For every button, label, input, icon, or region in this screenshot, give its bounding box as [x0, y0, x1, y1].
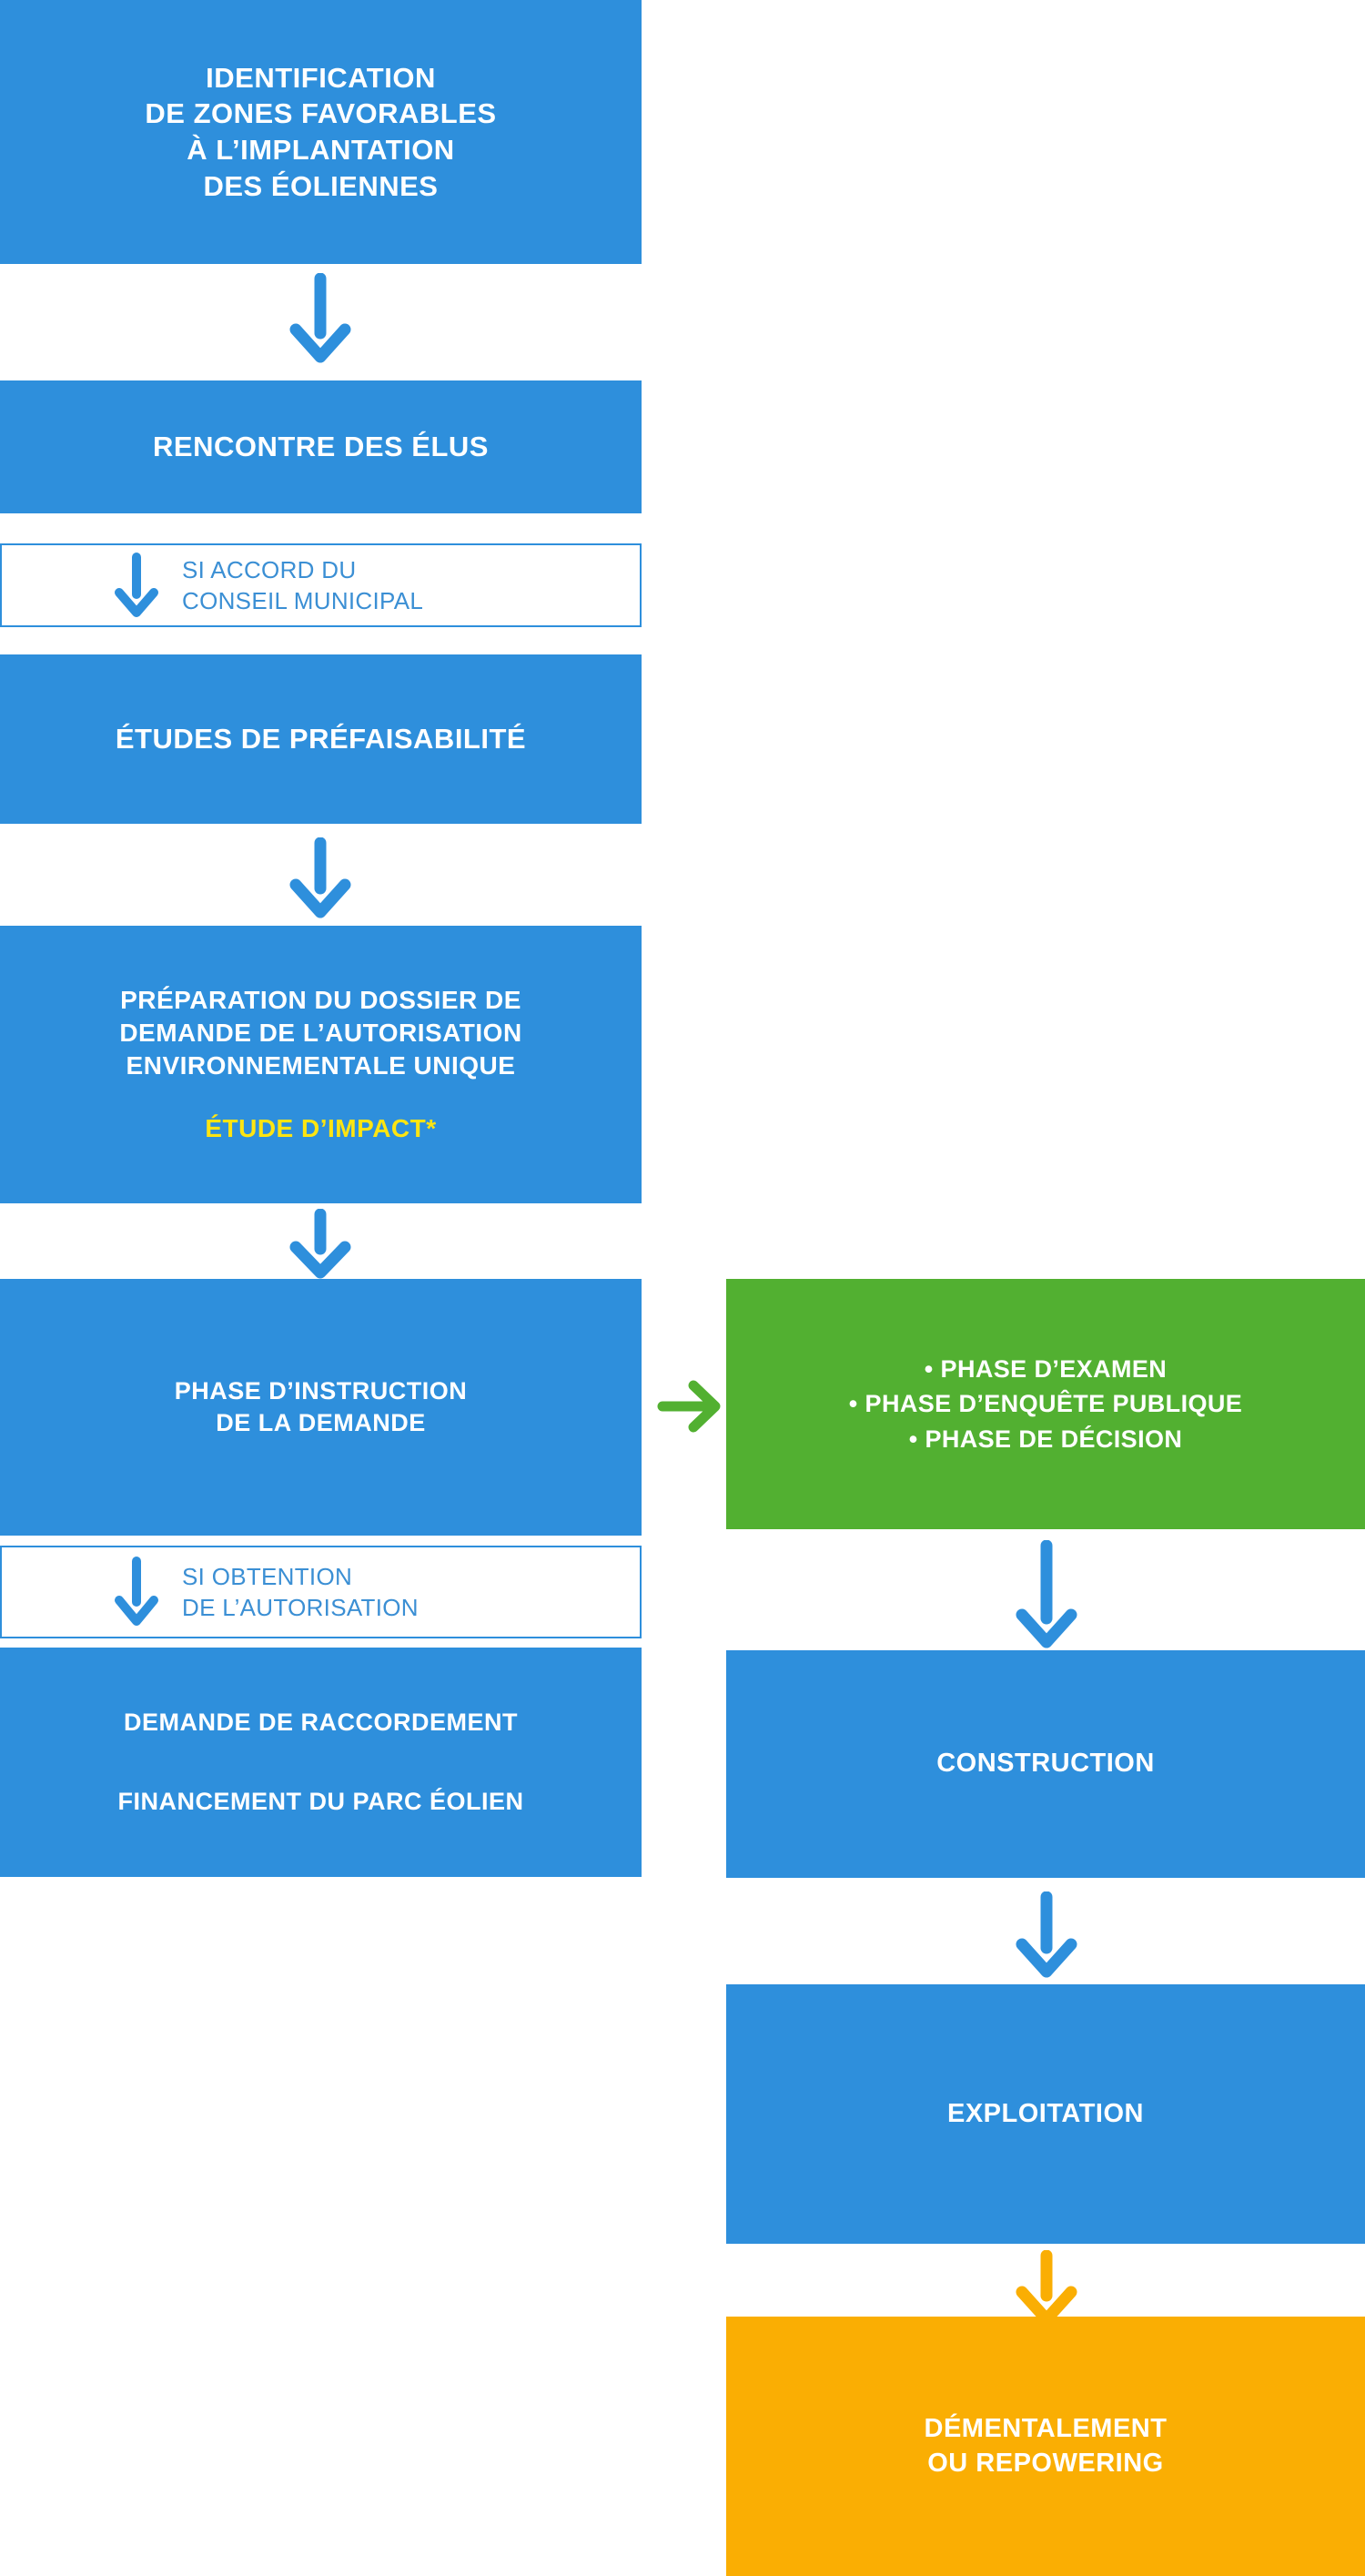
arrow-identification-to-rencontre-icon [289, 273, 351, 363]
phase-item-enquete: • PHASE D’ENQUÊTE PUBLIQUE [848, 1390, 1243, 1418]
step-phases-box[interactable]: • PHASE D’EXAMEN • PHASE D’ENQUÊTE PUBLI… [726, 1279, 1365, 1529]
step-construction-label: CONSTRUCTION [936, 1749, 1155, 1779]
step-rencontre-label: RENCONTRE DES ÉLUS [153, 431, 489, 463]
step-identification-box[interactable]: IDENTIFICATION DE ZONES FAVORABLES À L’I… [0, 0, 642, 264]
step-raccordement-line1: DEMANDE DE RACCORDEMENT [123, 1709, 518, 1737]
step-prefaisabilite-label: ÉTUDES DE PRÉFAISABILITÉ [115, 723, 527, 756]
step-rencontre-box[interactable]: RENCONTRE DES ÉLUS [0, 380, 642, 513]
step-phases-list: • PHASE D’EXAMEN • PHASE D’ENQUÊTE PUBLI… [849, 1352, 1242, 1456]
step-prefaisabilite-box[interactable]: ÉTUDES DE PRÉFAISABILITÉ [0, 654, 642, 824]
arrow-exploitation-to-demantelement-icon [1016, 2250, 1077, 2326]
phase-item-decision: • PHASE DE DÉCISION [908, 1425, 1183, 1453]
step-preparation-box[interactable]: PRÉPARATION DU DOSSIER DE DEMANDE DE L’A… [0, 926, 642, 1203]
condition-accord-box[interactable]: SI ACCORD DU CONSEIL MUNICIPAL [0, 543, 642, 627]
step-raccordement-box[interactable]: DEMANDE DE RACCORDEMENT FINANCEMENT DU P… [0, 1648, 642, 1877]
step-demantelement-label: DÉMENTALEMENT OU REPOWERING [924, 2414, 1168, 2478]
step-demantelement-box[interactable]: DÉMENTALEMENT OU REPOWERING [726, 2317, 1365, 2576]
arrow-instruction-to-phases-icon [657, 1380, 721, 1433]
arrow-construction-to-exploitation-icon [1016, 1891, 1077, 1978]
step-construction-box[interactable]: CONSTRUCTION [726, 1650, 1365, 1878]
step-exploitation-label: EXPLOITATION [947, 2098, 1144, 2128]
arrow-down-icon [115, 553, 158, 617]
step-preparation-label: PRÉPARATION DU DOSSIER DE DEMANDE DE L’A… [119, 985, 522, 1080]
arrow-preparation-to-instruction-icon [289, 1209, 351, 1279]
step-instruction-box[interactable]: PHASE D’INSTRUCTION DE LA DEMANDE [0, 1279, 642, 1536]
step-preparation-accent-label: ÉTUDE D’IMPACT* [205, 1114, 437, 1143]
step-raccordement-line2: FINANCEMENT DU PARC ÉOLIEN [117, 1788, 524, 1815]
condition-obtention-box[interactable]: SI OBTENTION DE L’AUTORISATION [0, 1546, 642, 1638]
step-instruction-label: PHASE D’INSTRUCTION DE LA DEMANDE [174, 1377, 468, 1436]
condition-accord-label: SI ACCORD DU CONSEIL MUNICIPAL [182, 555, 424, 614]
arrow-down-icon [115, 1557, 158, 1626]
step-exploitation-box[interactable]: EXPLOITATION [726, 1984, 1365, 2244]
arrow-prefaisabilite-to-preparation-icon [289, 837, 351, 918]
arrow-phases-to-construction-icon [1016, 1540, 1077, 1648]
phase-item-examen: • PHASE D’EXAMEN [924, 1355, 1168, 1383]
step-identification-label: IDENTIFICATION DE ZONES FAVORABLES À L’I… [145, 61, 497, 202]
condition-obtention-label: SI OBTENTION DE L’AUTORISATION [182, 1562, 419, 1621]
